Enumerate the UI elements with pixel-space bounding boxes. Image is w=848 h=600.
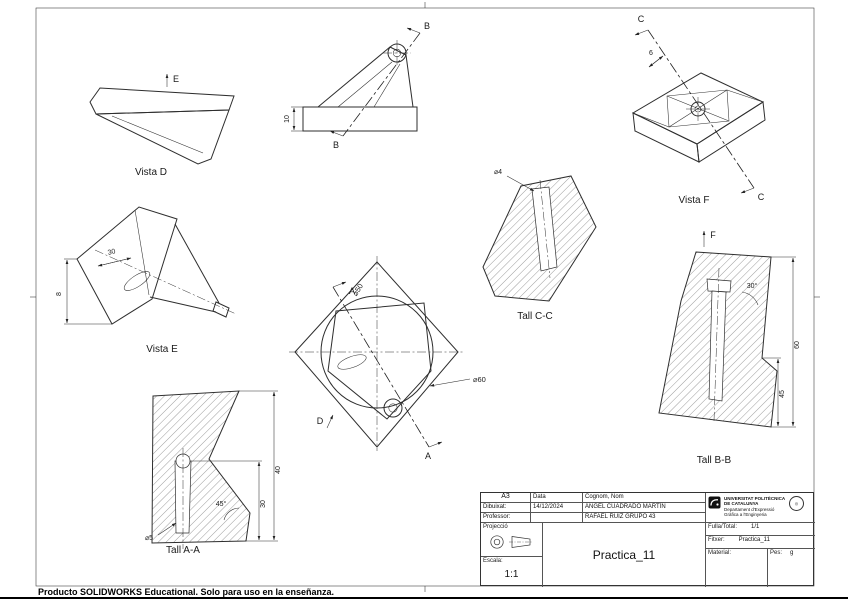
- value-fitxer: Practica_11: [738, 537, 770, 543]
- section-marker-a-bottom: A: [425, 451, 431, 461]
- section-marker-c-top: C: [638, 14, 645, 24]
- dim-tall-aa-hole: ⌀5: [145, 535, 153, 542]
- value-escala: 1:1: [504, 568, 519, 580]
- view-label-tall-bb: Tall B-B: [697, 455, 732, 466]
- sheet-count-cell: Fulla/Total: 1/1: [706, 523, 815, 536]
- scale-cell: Escala: 1:1: [481, 557, 543, 587]
- upc-logo: [708, 496, 721, 509]
- counterbore: [706, 278, 732, 293]
- label-escala: Escala:: [483, 558, 503, 564]
- dim-tall-bb-outer: 60: [794, 341, 801, 349]
- view-label-vista-e: Vista E: [146, 344, 178, 355]
- header-data: Data: [531, 493, 583, 503]
- view-center-section-a: A A ⌀50 ⌀60 D: [289, 256, 486, 461]
- section-marker-a-top: A: [349, 286, 355, 296]
- dim-vista-f-edge: 6: [649, 50, 653, 57]
- view-front-section-b: B B 10: [284, 21, 430, 150]
- value-date: 14/12/2024: [531, 503, 583, 513]
- section-slot: [708, 290, 727, 402]
- title-block: A3 Data Cognom, Nom Dibuixat: 14/12/2024…: [480, 492, 815, 587]
- dim-tall-aa-angle: 45°: [216, 500, 227, 508]
- dim-view-b-height: 10: [284, 115, 291, 123]
- label-professor: Professor:: [481, 513, 531, 523]
- view-tall-bb: F 60 45 30° Tall B-B: [658, 230, 801, 466]
- projection-cell: Projecció: [481, 523, 543, 557]
- label-pes: Pes:: [770, 550, 783, 556]
- university-cell: UNIVERSITAT POLITÈCNICA DE CATALUNYA Dep…: [706, 493, 815, 523]
- label-projeccio: Projecció: [483, 524, 508, 530]
- department-name: Departament d'Expressió Gràfica a l'Engi…: [724, 506, 775, 518]
- material-cell: Material:: [706, 549, 768, 587]
- dim-vista-e-length: 30: [107, 248, 116, 257]
- view-marker-e: E: [173, 74, 179, 84]
- section-marker-b-bottom: B: [333, 140, 339, 150]
- bottom-rule: [0, 597, 848, 599]
- label-fitxer: Fitxer:: [708, 537, 725, 543]
- section-line-c: [647, 29, 755, 189]
- value-pes: g: [790, 550, 794, 556]
- value-fulla-total: 1/1: [751, 524, 760, 530]
- first-angle-projection-icon: [489, 534, 533, 549]
- section-line-a: [332, 286, 430, 448]
- label-dibuixat: Dibuixat:: [481, 503, 531, 513]
- dim-tall-aa-outer: 40: [275, 466, 282, 474]
- view-label-vista-d: Vista D: [135, 167, 167, 178]
- empty-cell: [531, 513, 583, 523]
- dim-tall-bb-inner: 45: [779, 390, 786, 398]
- view-tall-aa: ⌀5 45° 30 40 Tall A-A: [145, 390, 282, 556]
- format-cell: A3: [481, 493, 531, 503]
- weight-cell: Pes: g: [768, 549, 815, 587]
- section-marker-c-bottom: C: [758, 192, 765, 202]
- dim-tall-bb-angle: 30°: [747, 282, 758, 290]
- dim-tall-cc-hole: ⌀4: [494, 169, 502, 176]
- view-arrow-d: [326, 414, 334, 429]
- header-cognom-nom: Cognom, Nom: [583, 493, 706, 503]
- drawing-title: Practica_11: [543, 523, 706, 587]
- dim-center-circle: ⌀50: [351, 282, 365, 298]
- view-label-tall-aa: Tall A-A: [166, 545, 200, 556]
- dim-center-outer: ⌀60: [473, 375, 486, 384]
- section-line-b: [342, 32, 421, 137]
- view-label-tall-cc: Tall C-C: [517, 311, 553, 322]
- view-vista-e: 30 8 Vista E: [56, 206, 237, 355]
- file-cell: Fitxer: Practica_11: [706, 536, 815, 549]
- value-professor-name: RAFAEL RUIZ GRUPO 43: [583, 513, 706, 523]
- pocket-hole: [337, 354, 367, 370]
- section-slot: [531, 186, 558, 272]
- dim-tall-aa-inner: 30: [260, 500, 267, 508]
- label-fulla-total: Fulla/Total:: [708, 524, 738, 530]
- angled-hole: [123, 271, 151, 291]
- sheet-frame: [30, 2, 820, 592]
- view-vista-f: C C 6 Vista F: [631, 14, 766, 206]
- view-vista-d: E Vista D: [89, 73, 235, 178]
- view-label-vista-f: Vista F: [679, 195, 710, 206]
- dim-vista-e-height: 8: [56, 292, 63, 296]
- department-seal-icon: ◎: [789, 496, 804, 511]
- university-name: UNIVERSITAT POLITÈCNICA DE CATALUNYA: [724, 496, 785, 507]
- section-marker-b-top: B: [424, 21, 430, 31]
- view-marker-f: F: [710, 230, 716, 240]
- view-tall-cc: ⌀4 Tall C-C: [482, 169, 597, 322]
- value-student-name: ÁNGEL CUADRADO MARTÍN: [583, 503, 706, 513]
- educational-footer: Producto SOLIDWORKS Educational. Solo pa…: [38, 587, 335, 597]
- view-marker-d: D: [317, 416, 324, 426]
- university-text: UNIVERSITAT POLITÈCNICA DE CATALUNYA Dep…: [724, 496, 786, 518]
- label-material: Material:: [708, 550, 732, 556]
